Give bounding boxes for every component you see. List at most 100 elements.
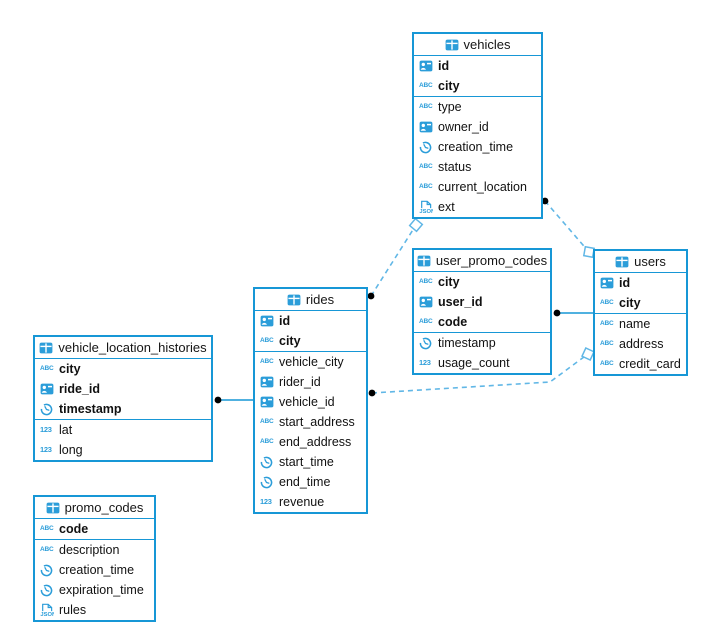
table-name: vehicle_location_histories: [58, 340, 207, 355]
table-name: vehicles: [463, 37, 511, 52]
column-row[interactable]: owner_id: [414, 117, 541, 137]
column-name: city: [279, 334, 301, 348]
table-icon: [615, 256, 629, 268]
column-row[interactable]: ABC city: [35, 359, 211, 379]
column-row[interactable]: id: [414, 56, 541, 76]
abc-icon: ABC: [600, 319, 614, 327]
column-name: user_id: [438, 295, 483, 309]
abc-icon: ABC: [419, 182, 433, 190]
json-icon: JSON: [419, 200, 438, 214]
column-name: end_address: [279, 435, 352, 449]
clock-icon: [260, 476, 279, 489]
column-name: usage_count: [438, 356, 510, 370]
table-header[interactable]: vehicles: [414, 34, 541, 56]
column-name: ride_id: [59, 382, 100, 396]
relationship-square-endpoint: [408, 217, 424, 233]
relationship-user_promo_codes-users[interactable]: [553, 309, 593, 317]
column-name: name: [619, 317, 651, 331]
column-row[interactable]: JSON rules: [35, 600, 154, 620]
column-row[interactable]: timestamp: [414, 333, 550, 353]
column-row[interactable]: timestamp: [35, 399, 211, 419]
column-row[interactable]: ABC name: [595, 314, 686, 334]
column-name: id: [438, 59, 450, 73]
abc-icon: ABC: [600, 359, 614, 367]
column-row[interactable]: ABC description: [35, 540, 154, 560]
abc-icon: ABC: [419, 102, 433, 110]
column-row[interactable]: id: [595, 273, 686, 293]
column-name: city: [59, 362, 81, 376]
clock-icon: [260, 456, 279, 469]
table-header[interactable]: users: [595, 251, 686, 273]
relationship-vehicle_location_histories-rides[interactable]: [214, 396, 253, 404]
column-row[interactable]: rider_id: [255, 372, 366, 392]
column-name: city: [619, 296, 641, 310]
num-icon: 123: [419, 358, 431, 368]
column-row[interactable]: 123 usage_count: [414, 353, 550, 373]
abc-icon: ABC: [40, 545, 54, 553]
table-header[interactable]: rides: [255, 289, 366, 311]
relationship-dot-endpoint: [368, 389, 376, 397]
column-row[interactable]: creation_time: [414, 137, 541, 157]
svg-text:JSON: JSON: [40, 612, 54, 617]
column-row[interactable]: ride_id: [35, 379, 211, 399]
column-row[interactable]: JSONext: [414, 197, 541, 217]
abc-icon: ABC: [260, 357, 274, 365]
abc-icon: ABC: [600, 298, 614, 306]
column-name: status: [438, 160, 472, 174]
column-row[interactable]: creation_time: [35, 560, 154, 580]
json-icon: JSON: [40, 603, 59, 617]
abc-icon: ABC: [40, 364, 54, 372]
column-row[interactable]: end_time: [255, 472, 366, 492]
column-name: rules: [59, 603, 87, 617]
column-row[interactable]: id: [255, 311, 366, 331]
column-row[interactable]: user_id: [414, 292, 550, 312]
table-name: user_promo_codes: [435, 253, 548, 268]
table-header[interactable]: user_promo_codes: [414, 250, 550, 272]
clock-icon: [419, 337, 438, 350]
column-name: description: [59, 543, 120, 557]
id-card-icon: [40, 383, 59, 395]
column-name: vehicle_id: [279, 395, 335, 409]
column-name: owner_id: [438, 120, 489, 134]
id-card-icon: [419, 60, 438, 72]
id-card-icon: [600, 277, 619, 289]
table-header[interactable]: vehicle_location_histories: [35, 337, 211, 359]
column-row[interactable]: vehicle_id: [255, 392, 366, 412]
column-row[interactable]: start_time: [255, 452, 366, 472]
column-row[interactable]: ABC city: [595, 293, 686, 313]
abc-icon: ABC: [419, 317, 433, 325]
abc-icon: ABC: [40, 524, 54, 532]
table-header[interactable]: promo_codes: [35, 497, 154, 519]
table-icon: [46, 502, 60, 514]
column-row[interactable]: expiration_time: [35, 580, 154, 600]
table-icon: [445, 39, 459, 51]
column-name: start_time: [279, 455, 334, 469]
